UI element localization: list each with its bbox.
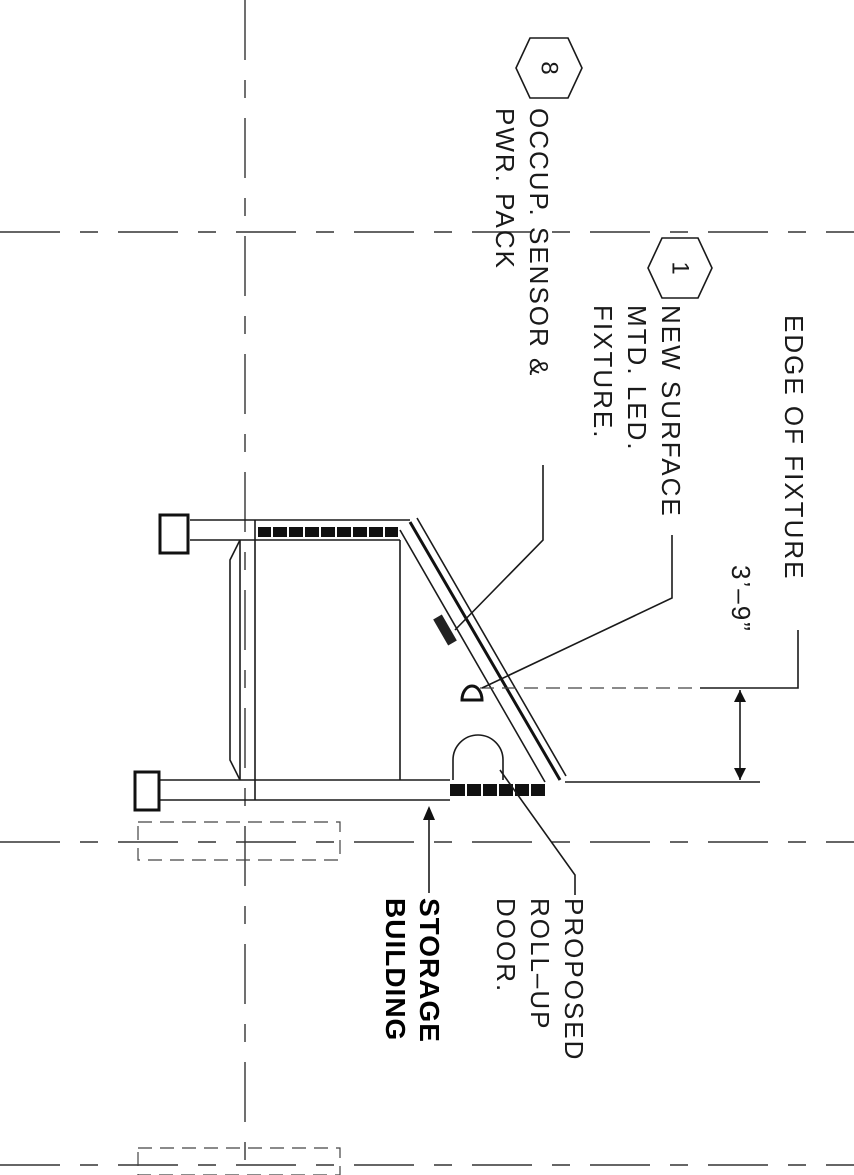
keynote-hex-1: 1 bbox=[647, 237, 713, 299]
roof-slope-outer bbox=[408, 521, 562, 781]
dashed-box-upper bbox=[137, 821, 341, 861]
led-fixture-mark bbox=[433, 614, 457, 646]
edge-of-fixture-label: EDGE OF FIXTURE bbox=[779, 315, 809, 580]
keynote-1-number: 1 bbox=[667, 261, 694, 274]
leader-proposed-door bbox=[499, 769, 576, 895]
labels: EDGE OF FIXTURE 3’–9” NEW SURFACE MTD. L… bbox=[380, 108, 809, 1061]
storage-building-label-line2: BUILDING bbox=[380, 898, 411, 1041]
door-hatch-top bbox=[258, 527, 398, 537]
storage-building-label-line1: STORAGE bbox=[414, 898, 445, 1043]
occup-sensor-label-line1: OCCUP. SENSOR & bbox=[524, 108, 554, 377]
post-bottom bbox=[133, 770, 161, 812]
new-surface-label-line3: FIXTURE. bbox=[588, 305, 618, 439]
proposed-door-label-line1: PROPOSED bbox=[559, 898, 589, 1061]
roof-slope-inner bbox=[399, 529, 546, 783]
keynote-hex-8: 8 bbox=[515, 37, 583, 99]
building-inner-jog bbox=[229, 539, 241, 781]
leader-new-surface bbox=[481, 535, 673, 689]
roof-slope-edge bbox=[416, 517, 567, 777]
dashed-box-lower bbox=[137, 1147, 341, 1175]
door-hatch-bottom bbox=[450, 784, 545, 796]
dimension-arrow-top bbox=[734, 690, 746, 702]
leader-occup-sensor bbox=[454, 465, 544, 631]
dimension-arrow-bottom bbox=[734, 768, 746, 780]
occupancy-sensor-mark bbox=[460, 684, 484, 702]
dimension-3ft-9in bbox=[480, 687, 760, 783]
proposed-door-label-line3: DOOR. bbox=[491, 898, 521, 993]
storage-arrow bbox=[423, 806, 435, 820]
post-top bbox=[158, 513, 190, 555]
new-surface-label-line1: NEW SURFACE bbox=[656, 305, 686, 518]
existing-dashed-boxes bbox=[137, 821, 341, 1175]
leaders bbox=[423, 465, 799, 895]
storage-building bbox=[133, 513, 567, 812]
proposed-door-label-line2: ROLL–UP bbox=[525, 898, 555, 1031]
leader-edge-of-fixture bbox=[760, 630, 799, 689]
roll-up-door-arc bbox=[452, 734, 504, 780]
dimension-label: 3’–9” bbox=[726, 565, 756, 633]
keynote-8-number: 8 bbox=[536, 61, 563, 74]
occup-sensor-label-line2: PWR. PACK bbox=[490, 108, 520, 270]
new-surface-label-line2: MTD. LED. bbox=[622, 305, 652, 452]
